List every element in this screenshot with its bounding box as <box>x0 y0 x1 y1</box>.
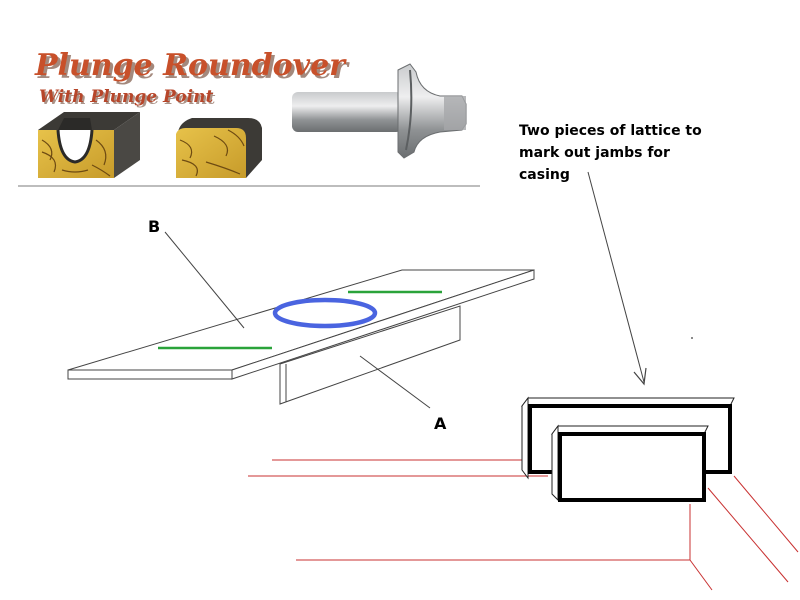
router-bit-banner: Plunge Roundover Plunge Roundover With P… <box>18 34 480 187</box>
banner-subtitle-shadow: With Plunge Point <box>41 89 215 109</box>
annotation-line-3: casing <box>519 167 570 183</box>
banner-title-shadow: Plunge Roundover <box>37 51 350 86</box>
leader-line-b <box>164 231 245 329</box>
label-a: A <box>434 414 447 433</box>
annotation-line-2: mark out jambs for <box>519 145 670 161</box>
wood-roundover-profile <box>176 118 262 178</box>
lattice-jig <box>67 269 535 405</box>
top-board-side <box>231 269 535 380</box>
annotation-arrow <box>587 171 647 386</box>
banner-title: Plunge Roundover <box>34 48 347 83</box>
wood-groove-profile <box>38 112 140 178</box>
annotation-line-1: Two pieces of lattice to <box>519 123 702 139</box>
blue-highlight-circle <box>272 297 378 329</box>
arrow-head-icon <box>633 367 647 386</box>
lattice-annotation: Two pieces of lattice to mark out jambs … <box>519 123 702 183</box>
lattice-pieces <box>248 396 799 591</box>
stray-mark <box>691 337 693 339</box>
fence-piece-a <box>279 305 461 405</box>
top-board-edge <box>67 369 233 380</box>
jamb-red-lines <box>248 459 799 591</box>
banner-subtitle: With Plunge Point <box>39 87 213 107</box>
leader-line-a <box>359 355 431 409</box>
router-bit-image <box>292 63 467 159</box>
label-b: B <box>148 217 160 236</box>
part-labels: B A <box>148 217 447 433</box>
lattice-piece-front <box>551 424 709 502</box>
